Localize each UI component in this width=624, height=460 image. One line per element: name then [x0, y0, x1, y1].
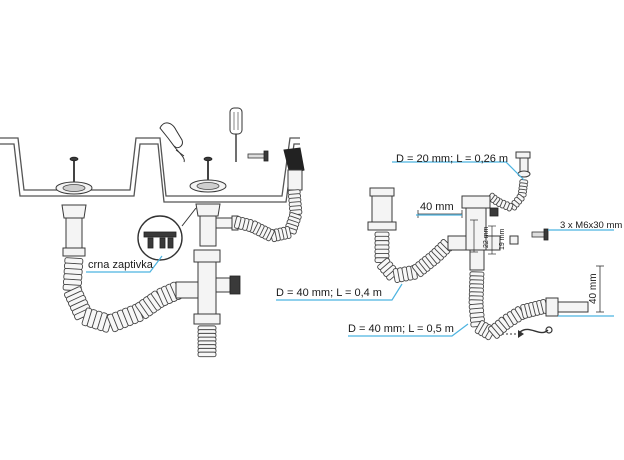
tee-outlet-hose: [197, 325, 217, 358]
hose-rib: [233, 216, 242, 229]
overflow-connector: [515, 151, 531, 178]
left-drain-strainer: [55, 156, 93, 257]
gasket-detail-bubble: [137, 207, 197, 261]
hose-rib: [197, 351, 217, 358]
tee-junction: [447, 195, 519, 271]
drain-body: [367, 187, 397, 231]
hose-40-04: [374, 231, 453, 283]
dimension-40-horizontal: [417, 210, 463, 218]
label-dim-40-v: 40 mm: [588, 273, 599, 304]
label-screws: 3 x M6x30 mm: [560, 220, 622, 231]
dimension-22-19: [470, 219, 496, 255]
label-hose-bottom: D = 40 mm; L = 0,5 m: [348, 323, 454, 335]
hand-icon: [159, 122, 185, 163]
bottle-trap-tee: [175, 249, 241, 325]
label-hose-top: D = 40 mm; L = 0,4 m: [276, 287, 382, 299]
bolt-icon: [531, 228, 549, 241]
overflow-hose: [233, 189, 303, 243]
dimension-40-vertical: [596, 265, 604, 313]
label-dim-40-h: 40 mm: [420, 201, 454, 213]
overflow-fitting: [283, 147, 305, 191]
screw-icon: [247, 150, 269, 162]
small-hose: [487, 179, 529, 212]
label-dim-19: 19 mm: [499, 228, 506, 250]
hose-40-05: [468, 271, 549, 341]
wall-outlet-pipe: [545, 297, 589, 317]
label-dim-22: 22 mm: [483, 226, 490, 248]
screwdriver-icon: [229, 107, 243, 162]
label-gasket: crna zaptivka: [88, 259, 154, 271]
chain-hook: [502, 326, 553, 338]
double-sink: [0, 137, 300, 203]
leader-lines: [86, 161, 614, 337]
label-hose-small: D = 20 mm; L = 0,26 m: [396, 153, 508, 165]
left-main-hose: [62, 257, 183, 333]
